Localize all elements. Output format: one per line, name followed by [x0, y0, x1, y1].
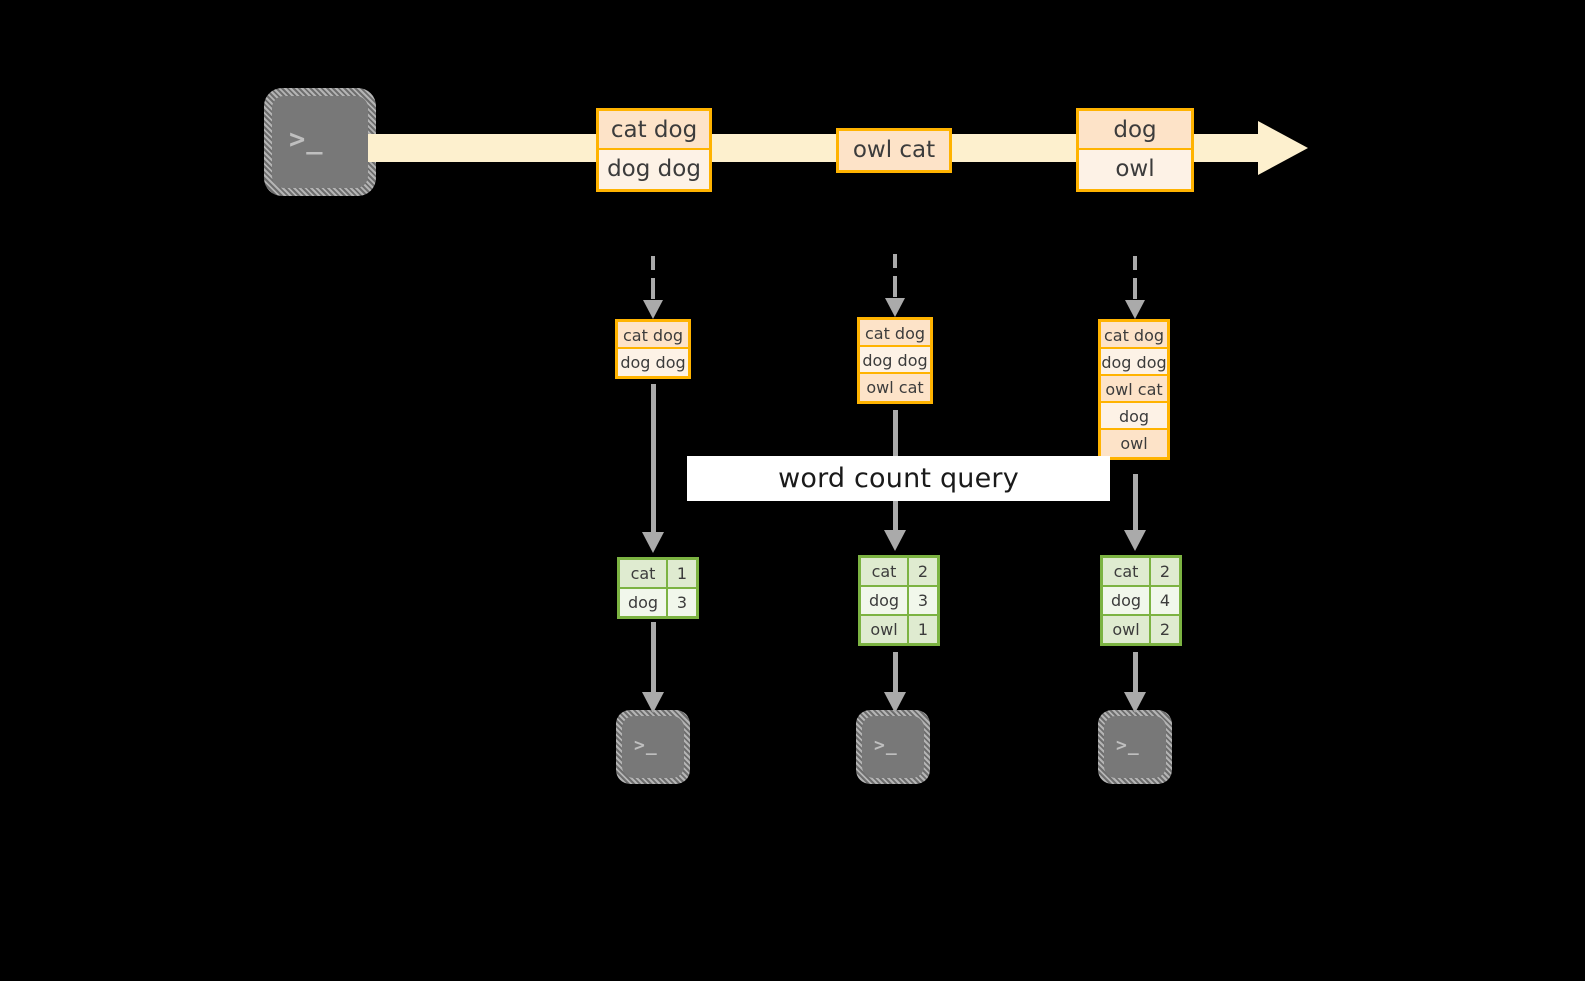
result-word: owl [861, 616, 909, 643]
stream-event-line: owl cat [839, 131, 949, 170]
state-line: dog dog [618, 349, 688, 376]
result-word: owl [1103, 616, 1151, 643]
sink-terminal-icon-2: >_ [856, 710, 930, 784]
result-count: 1 [668, 560, 696, 587]
stream-event-3: dog owl [1076, 108, 1194, 192]
accumulated-lines-3: cat dog dog dog owl cat dog owl [1098, 319, 1170, 460]
source-terminal-icon: >_ [264, 88, 376, 196]
arrow-head [643, 300, 663, 319]
state-line: owl cat [1101, 376, 1167, 403]
stream-event-line: owl [1079, 150, 1191, 189]
result-count: 2 [1151, 616, 1179, 643]
terminal-prompt-glyph: >_ [634, 735, 658, 756]
terminal-prompt-glyph: >_ [289, 124, 324, 155]
result-word: dog [1103, 587, 1151, 614]
result-table-1: cat 1 dog 3 [617, 557, 699, 619]
state-line: cat dog [618, 322, 688, 349]
accumulated-lines-1: cat dog dog dog [615, 319, 691, 379]
query-label: word count query [778, 463, 1019, 494]
result-table-3: cat 2 dog 4 owl 2 [1100, 555, 1182, 646]
query-arrow-3 [1124, 474, 1146, 551]
table-row: cat 1 [620, 560, 696, 589]
arrow-head [884, 692, 906, 713]
result-table-2: cat 2 dog 3 owl 1 [858, 555, 940, 646]
terminal-prompt-glyph: >_ [1116, 735, 1140, 756]
sink-arrow-3 [1124, 652, 1146, 713]
arrow-dash-segment [893, 254, 897, 268]
stream-event-line: dog [1079, 111, 1191, 150]
terminal-face [272, 96, 368, 188]
result-count: 4 [1151, 587, 1179, 614]
arrow-head [642, 532, 664, 553]
result-count: 3 [909, 587, 937, 614]
stream-arrow-head [1258, 121, 1308, 175]
dashed-down-arrow-3 [1125, 256, 1145, 319]
table-row: cat 2 [1103, 558, 1179, 587]
state-line: owl [1101, 430, 1167, 457]
table-row: owl 2 [1103, 616, 1179, 643]
arrow-dash-segment [893, 276, 897, 297]
result-word: dog [620, 589, 668, 616]
result-count: 3 [668, 589, 696, 616]
result-word: cat [861, 558, 909, 585]
state-line: owl cat [860, 374, 930, 401]
state-line: dog dog [1101, 349, 1167, 376]
result-count: 2 [1151, 558, 1179, 585]
stream-event-1: cat dog dog dog [596, 108, 712, 192]
sink-arrow-2 [884, 652, 906, 713]
stream-event-line: dog dog [599, 150, 709, 189]
state-line: cat dog [1101, 322, 1167, 349]
arrow-dash-segment [651, 256, 655, 270]
arrow-head [1124, 692, 1146, 713]
dashed-down-arrow-1 [643, 256, 663, 319]
table-row: dog 4 [1103, 587, 1179, 616]
result-word: cat [620, 560, 668, 587]
result-count: 2 [909, 558, 937, 585]
query-label-banner: word count query [687, 456, 1110, 501]
result-word: cat [1103, 558, 1151, 585]
table-row: dog 3 [861, 587, 937, 616]
table-row: cat 2 [861, 558, 937, 587]
stream-event-2: owl cat [836, 128, 952, 173]
arrow-head [885, 298, 905, 317]
terminal-face [862, 716, 924, 778]
terminal-face [622, 716, 684, 778]
arrow-head [1125, 300, 1145, 319]
table-row: dog 3 [620, 589, 696, 616]
arrow-dash-segment [1133, 256, 1137, 270]
dashed-down-arrow-2 [885, 254, 905, 317]
result-word: dog [861, 587, 909, 614]
arrow-dash-segment [1133, 278, 1137, 299]
arrow-head [884, 530, 906, 551]
table-row: owl 1 [861, 616, 937, 643]
sink-terminal-icon-3: >_ [1098, 710, 1172, 784]
arrow-dash-segment [651, 278, 655, 299]
stream-event-line: cat dog [599, 111, 709, 150]
state-line: dog dog [860, 347, 930, 374]
arrow-head [642, 692, 664, 713]
query-arrow-1 [642, 384, 664, 553]
state-line: dog [1101, 403, 1167, 430]
sink-arrow-1 [642, 622, 664, 713]
terminal-prompt-glyph: >_ [874, 735, 898, 756]
result-count: 1 [909, 616, 937, 643]
state-line: cat dog [860, 320, 930, 347]
arrow-head [1124, 530, 1146, 551]
accumulated-lines-2: cat dog dog dog owl cat [857, 317, 933, 404]
sink-terminal-icon-1: >_ [616, 710, 690, 784]
terminal-face [1104, 716, 1166, 778]
